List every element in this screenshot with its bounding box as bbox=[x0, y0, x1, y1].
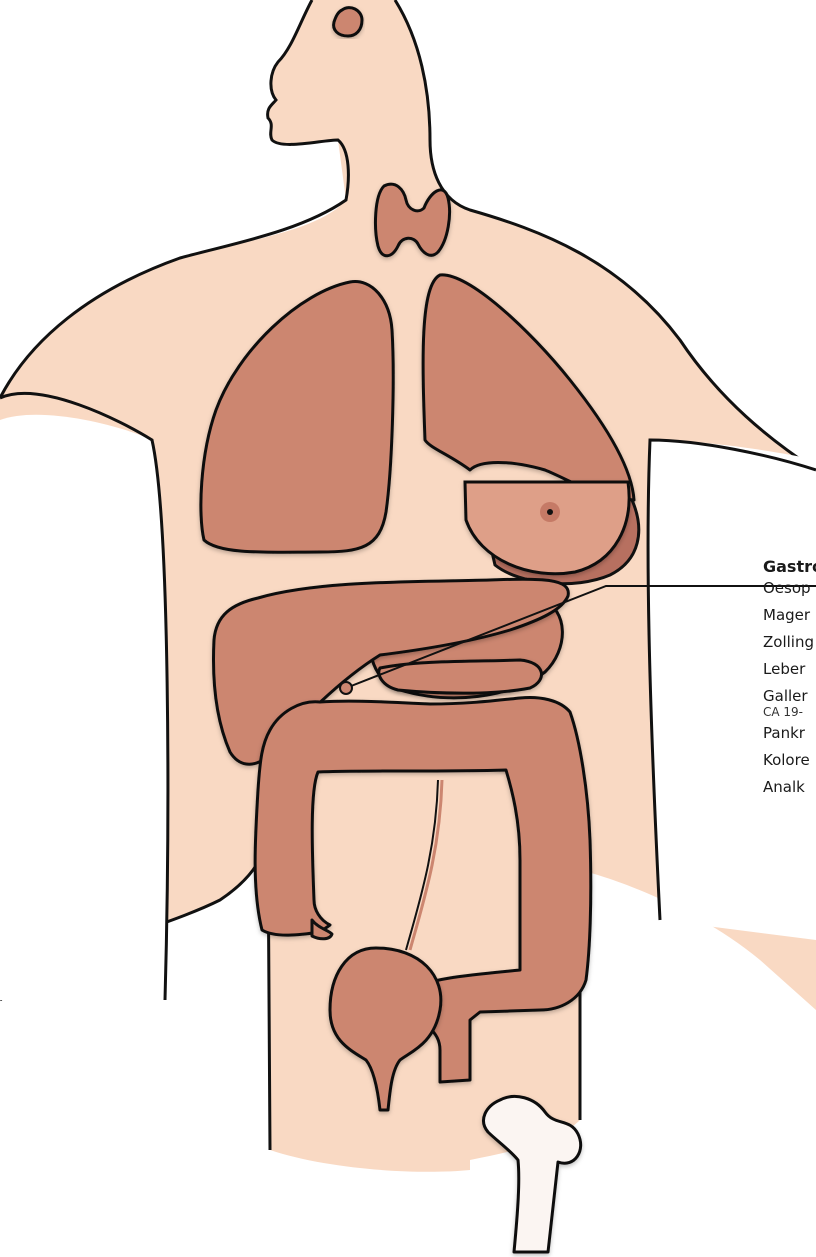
left-arm-gap bbox=[0, 415, 168, 1000]
label-item: Mager bbox=[763, 605, 816, 632]
label-item: Pankr bbox=[763, 723, 816, 750]
label-item: Zolling bbox=[763, 632, 816, 659]
label-sub-item: CA 19- bbox=[763, 705, 816, 723]
nipple-center bbox=[547, 509, 553, 515]
label-item: Analk bbox=[763, 777, 816, 804]
label-item: Leber bbox=[763, 659, 816, 686]
pituitary bbox=[334, 8, 362, 36]
label-item: Kolore bbox=[763, 750, 816, 777]
label-item: Oesop bbox=[763, 578, 816, 605]
callout-marker bbox=[340, 682, 352, 694]
label-panel: Gastro Oesop Mager Zolling Leber Galler … bbox=[763, 556, 816, 804]
label-title: Gastro bbox=[763, 556, 816, 578]
